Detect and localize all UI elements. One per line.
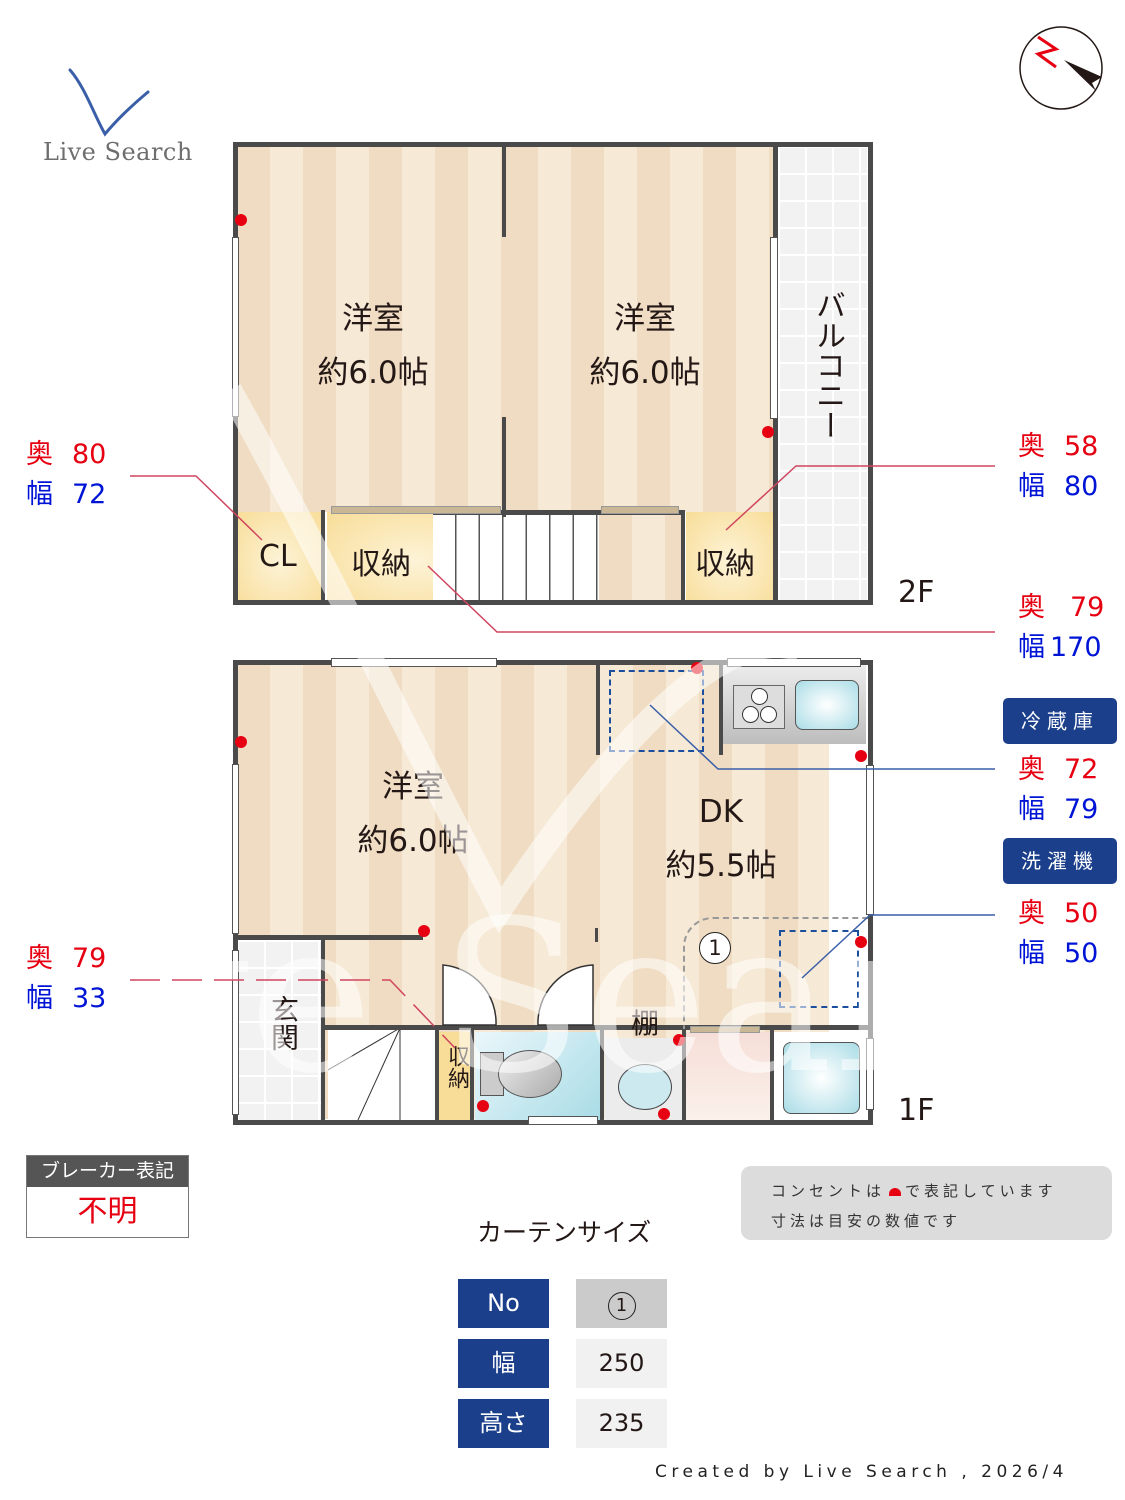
room-label-2f-left: 洋室 約6.0帖 [317, 301, 429, 392]
outlet-icon [889, 1188, 902, 1196]
entrance-label: 玄関 [267, 995, 300, 1051]
compass-icon [1019, 26, 1103, 110]
window-1f-entrance [232, 950, 239, 1115]
outlet-icon [477, 1100, 489, 1112]
window-1f-top [331, 658, 497, 667]
curtain-header-height: 高さ [458, 1399, 549, 1448]
curtain-size-title: カーテンサイズ [477, 1218, 652, 1247]
curtain-header-no: No [458, 1279, 549, 1328]
floor-plan-1f: 洋室 約6.0帖 DK 約5.5帖 玄関 収納 棚 1 [232, 658, 874, 1125]
storage-1f-label: 収納 [444, 1045, 469, 1089]
outlet-icon [762, 426, 774, 438]
room-label-2f-right: 洋室 約6.0帖 [589, 301, 701, 392]
curtain-header-width: 幅 [458, 1339, 549, 1388]
sink-icon [795, 680, 859, 730]
staircase-2f [433, 514, 599, 601]
outlet-icon [235, 214, 247, 226]
room-label-1f-western: 洋室 約6.0帖 [357, 769, 469, 860]
window-1f-kitchen [727, 658, 861, 667]
outlet-icon [235, 736, 247, 748]
storage-2f-right-label: 収納 [695, 547, 755, 582]
logo-v-mark [68, 68, 150, 137]
breaker-value: 不明 [77, 1194, 138, 1229]
outlet-icon [418, 925, 430, 937]
room-label-1f-dk: DK 約5.5帖 [665, 794, 777, 885]
bathtub-icon [783, 1042, 860, 1114]
outlet-icon [658, 1108, 670, 1120]
cl-label: CL [259, 539, 297, 574]
outlet-note: コンセントはで表記しています 寸法は目安の数値です [741, 1166, 1112, 1240]
washbasin-icon [618, 1064, 672, 1110]
window-1f-left [232, 764, 239, 934]
toilet-bowl-icon [498, 1050, 562, 1098]
outlet-icon [673, 1034, 685, 1046]
fridge-space [609, 670, 704, 752]
footer-credit: Created by Live Search , 2026/4 [655, 1462, 1068, 1482]
logo-text: Live Search [43, 138, 193, 166]
outlet-icon [855, 750, 867, 762]
curtain-value-height: 235 [576, 1399, 667, 1448]
curtain-value-no: 1 [576, 1279, 667, 1328]
balcony-label: バルコニー [810, 290, 845, 440]
badge-fridge: 冷蔵庫 [1003, 698, 1117, 744]
shelf-label: 棚 [631, 1007, 660, 1040]
window-1f-toilet [528, 1116, 598, 1125]
curtain-marker: 1 [699, 932, 731, 964]
window-1f-bath [866, 1038, 874, 1110]
storage-2f-left-label: 収納 [351, 547, 411, 582]
badge-washer: 洗濯機 [1003, 838, 1117, 884]
hall-2f [599, 514, 681, 601]
stair-lines [328, 1028, 401, 1120]
window-1f-right [866, 765, 874, 915]
breaker-title: ブレーカー表記 [27, 1156, 188, 1187]
curtain-value-width: 250 [576, 1339, 667, 1388]
floor-tag-2f: 2F [898, 575, 935, 610]
outlet-icon [855, 936, 867, 948]
window-2f-left [232, 237, 239, 417]
floor-plan-2f: 洋室 約6.0帖 洋室 約6.0帖 バルコニー CL 収納 収納 [232, 142, 873, 605]
door-swings [442, 964, 594, 1026]
floor-tag-1f: 1F [898, 1093, 935, 1128]
stove-icon [733, 685, 785, 729]
outlet-icon [691, 662, 703, 674]
window-2f-balcony [770, 237, 778, 419]
breaker-box: ブレーカー表記 不明 [26, 1155, 189, 1238]
changing-room [686, 1032, 770, 1120]
